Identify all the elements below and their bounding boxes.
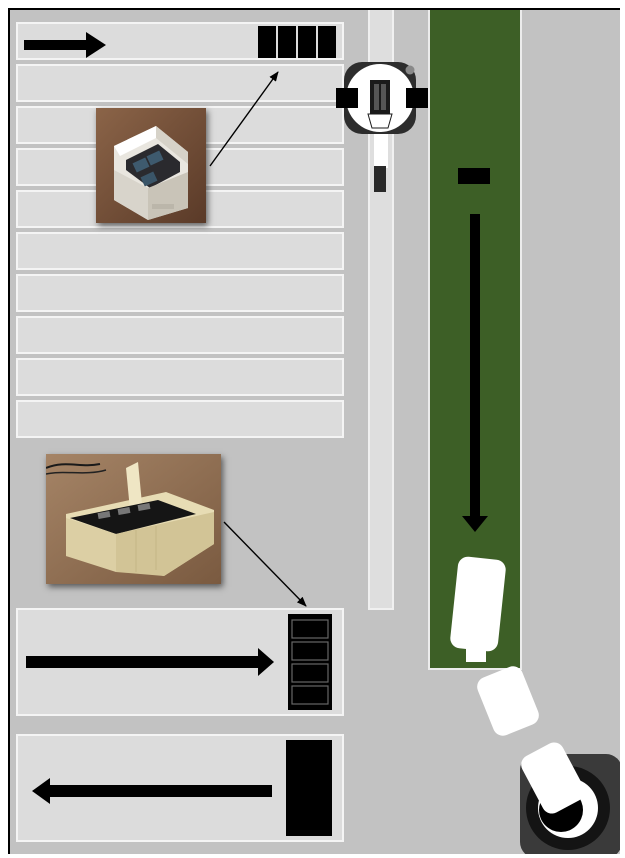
slot-block-2 [278,26,296,58]
input-arrow [24,32,106,58]
slot-rack [288,614,332,710]
slot-block-1 [258,26,276,58]
slot-block-3 [298,26,316,58]
robot-link-2 [474,663,542,738]
conveyor-arrow [458,168,490,532]
return-arrow [32,778,272,804]
output-arrow [26,648,274,676]
diagram-overlay [10,10,620,854]
pointer-arrow-top [210,72,278,166]
slot-block-4 [318,26,336,58]
robot-arm [449,556,620,854]
pointer-arrow-bottom [224,522,306,606]
return-block [286,740,332,836]
gantry-slider [374,166,386,192]
factory-layout-diagram [8,8,620,854]
conveyor-start-block [458,168,490,184]
robot-gripper [449,556,506,653]
gantry-carriage [336,62,428,192]
slot-blocks-top [258,26,336,58]
